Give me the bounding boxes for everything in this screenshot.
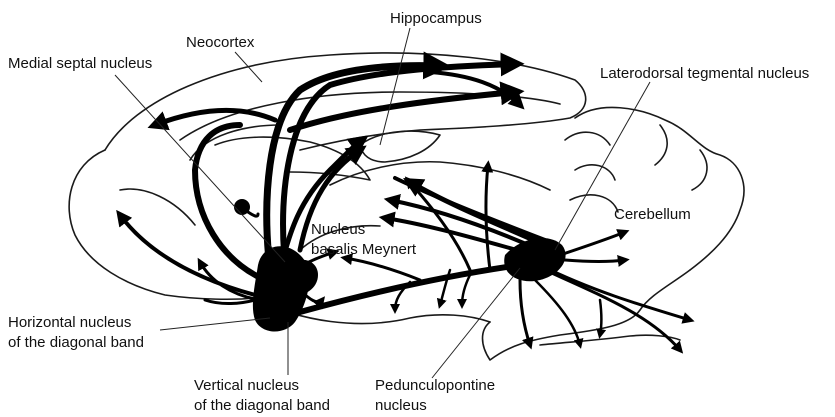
- nucleus-small-dot-tail: [248, 212, 258, 216]
- label-neocortex: Neocortex: [186, 33, 254, 52]
- cerebellum-folia-1: [565, 132, 610, 145]
- leader-horizontal: [160, 318, 270, 330]
- label-medial-septal-nucleus: Medial septal nucleus: [8, 54, 152, 73]
- leader-medial-septal: [115, 75, 285, 262]
- leader-hippocampus: [380, 28, 410, 145]
- brainstem-outline-lower: [540, 335, 680, 345]
- label-horizontal-nucleus-line1: Horizontal nucleus: [8, 313, 131, 332]
- fiber-olfactory-1: [120, 215, 255, 295]
- brainstem-outline: [483, 270, 691, 360]
- cerebellum-folia-5: [692, 150, 707, 190]
- fiber-ldt-cerebellum-2: [565, 260, 625, 262]
- label-laterodorsal-tegmental-nucleus: Laterodorsal tegmental nucleus: [600, 64, 809, 83]
- cholinergic-fibers: [120, 64, 690, 350]
- olfactory-bulb-outline: [69, 150, 255, 299]
- nucleus-septal-lobe: [288, 260, 318, 295]
- leader-neocortex: [235, 52, 262, 82]
- fiber-ppt-hypothal: [345, 258, 420, 280]
- cerebellum-folia-4: [655, 125, 667, 165]
- label-horizontal-nucleus-line2: of the diagonal band: [8, 333, 144, 352]
- fiber-brainstem-down-3: [520, 280, 530, 345]
- fiber-ppt-down-2: [462, 275, 470, 305]
- cerebellum-folia-2: [575, 165, 615, 180]
- cortex-inner-outline: [180, 92, 560, 140]
- cerebellum-folia-3: [570, 195, 618, 212]
- cerebellum-outline: [575, 107, 744, 270]
- fiber-cortex-long: [290, 92, 515, 130]
- fiber-ldt-up: [395, 178, 545, 240]
- fiber-cortex-front: [155, 110, 275, 125]
- label-cerebellum: Cerebellum: [614, 205, 691, 224]
- midbrain-outline: [330, 162, 550, 190]
- label-hippocampus: Hippocampus: [390, 9, 482, 28]
- label-vertical-nucleus-line1: Vertical nucleus: [194, 376, 299, 395]
- fiber-ldt-cerebellum-1: [560, 232, 625, 255]
- label-nucleus-basalis-line1: Nucleus: [311, 220, 365, 239]
- fiber-septal-curve: [195, 125, 265, 280]
- label-pedunculopontine-line2: nucleus: [375, 396, 427, 415]
- leader-lines: [115, 28, 650, 378]
- fiber-brainstem-down-5: [600, 300, 602, 335]
- label-vertical-nucleus-line2: of the diagonal band: [194, 396, 330, 415]
- olfactory-inner-outline: [120, 189, 195, 225]
- label-nucleus-basalis-line2: basalis Meynert: [311, 240, 416, 259]
- label-pedunculopontine-line1: Pedunculopontine: [375, 376, 495, 395]
